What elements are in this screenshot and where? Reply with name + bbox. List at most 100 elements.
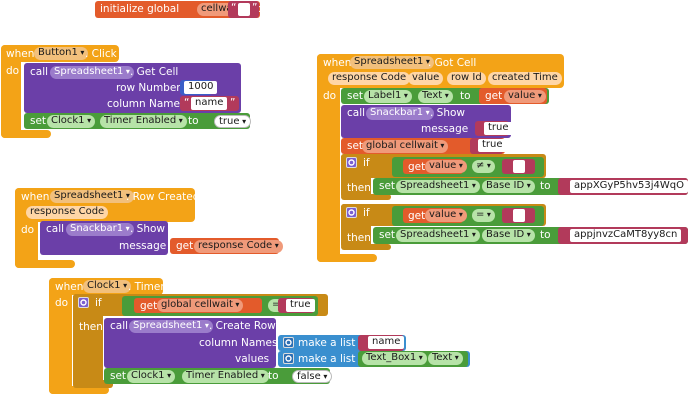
gc-param-2[interactable]: row Id [447,72,486,85]
b1-set-prop[interactable]: Timer Enabled [100,115,187,128]
tm-list2-gear-icon[interactable] [283,353,294,364]
init-value-string[interactable]: “ ” [228,1,259,18]
b1-row-number-label: row Number [116,82,181,94]
gc-event: . Got Cell [428,57,477,69]
gc-id1-comp[interactable]: Spreadsheet1 [396,180,480,193]
tm-then: then [79,321,103,333]
tm-col-names-label: column Names [199,337,278,349]
gc-if1-operator[interactable]: ≠ [472,160,495,173]
gc-param-1[interactable]: value [408,72,444,85]
b1-to: to [188,115,199,127]
gc-do: do [323,90,337,102]
tm-set-comp[interactable]: Clock1 [127,370,176,383]
init-label: initialize global [100,3,180,15]
tm-get: get [140,300,158,312]
gc-id2-to: to [540,229,551,241]
rc-get: get [176,240,194,252]
gc-call-method: . Show [430,107,466,119]
b1-event: . Click [85,48,117,60]
gc-if2-empty-string[interactable] [513,209,525,222]
tm-make-list-1-label: make a list [298,337,356,349]
tm-if-gear-icon[interactable] [78,297,89,308]
gc-set1-to: to [460,90,471,102]
rc-param[interactable]: response Code [26,206,109,219]
gc-param-0[interactable]: response Code [328,72,411,85]
gc-set2-var[interactable]: global cellwait [362,140,449,153]
gc-if1-empty-string[interactable] [513,160,525,173]
gc-id1-value[interactable]: appXGyP5hv53j4WqO [570,180,688,193]
b1-column-name-value[interactable]: name [191,97,228,110]
rc-event: . Row Created [126,191,200,203]
rc-message-label: message [119,240,167,252]
gc-id2-prop[interactable]: Base ID [482,229,535,242]
b1-row-number-value[interactable]: 1000 [184,81,218,94]
gc-set1-comp[interactable]: Label1 [364,90,412,103]
gc-if2-gear-icon[interactable] [346,207,357,218]
rc-do: do [21,224,35,236]
rc-call-method: . Show [130,223,166,235]
b1-set-component[interactable]: Clock1 [47,115,96,128]
gc-if2: if [363,207,370,219]
gc-set1: set [347,90,364,102]
b1-column-name-label: column Name [107,98,180,110]
b1-set: set [30,115,47,127]
gc-if1-gear-icon[interactable] [346,157,357,168]
rc-call: call [46,223,65,235]
rc-call-comp[interactable]: Snackbar1 [66,223,134,236]
b1-when: when [6,48,35,60]
gc-id2-comp[interactable]: Spreadsheet1 [396,229,480,242]
b1-call-target[interactable]: Spreadsheet1 [50,66,134,79]
gc-if2-get-value[interactable]: value [425,209,467,222]
tm-if: if [95,297,102,309]
tm-get-value[interactable]: global cellwait [157,299,244,312]
gc-component[interactable]: Spreadsheet1 [350,56,434,69]
init-value[interactable] [238,3,250,16]
b1-do: do [6,65,20,77]
gc-set1-prop[interactable]: Text [418,90,453,103]
tm-set-value[interactable]: false [292,370,333,383]
gc-get: get [485,90,503,102]
tm-event: . Timer [128,281,165,293]
tm-set: set [110,370,127,382]
b1-set-value[interactable]: true [214,115,252,128]
gc-if1-get: get [408,161,426,173]
gc-id2-value[interactable]: appjnvzCaMT8yy8cn [570,229,682,242]
tm-cmp-value[interactable]: true [286,299,315,312]
tm-values-label: values [235,353,270,365]
tm-when: when [55,281,84,293]
rc-component[interactable]: Spreadsheet1 [50,190,134,203]
gc-then1: then [347,182,371,194]
gc-param-3[interactable]: created Time [488,72,562,85]
b1-component[interactable]: Button1 [34,47,89,60]
b1-call: call [30,66,49,78]
gc-set2: set [347,140,364,152]
gc-if1-get-value[interactable]: value [425,160,467,173]
tm-set-prop[interactable]: Timer Enabled [182,370,269,383]
gc-if1: if [363,157,370,169]
tm-call-comp[interactable]: Spreadsheet1 [129,320,213,333]
tm-to: to [268,370,279,382]
tm-tb-comp[interactable]: Text_Box1 [362,352,427,365]
gc-if2-operator[interactable]: = [472,209,495,222]
gc-if2-get: get [408,210,426,222]
gc-message-label: message [421,123,469,135]
tm-list1-gear-icon[interactable] [283,337,294,348]
gc-then2: then [347,232,371,244]
rc-when: when [21,191,50,203]
tm-list1-value[interactable]: name [368,336,405,349]
gc-id1-to: to [540,180,551,192]
gc-set2-value[interactable]: true [478,139,507,152]
tm-tb-prop[interactable]: Text [428,352,463,365]
gc-call-comp[interactable]: Snackbar1 [366,107,434,120]
tm-call: call [110,320,129,332]
gc-id1-prop[interactable]: Base ID [482,180,535,193]
b1-call-method: . Get Cell [130,66,179,78]
tm-component[interactable]: Clock1 [83,280,132,293]
tm-do: do [55,297,69,309]
gc-get-value[interactable]: value [504,90,546,103]
gc-id1-set: set [379,180,396,192]
rc-get-value[interactable]: response Code [194,240,283,253]
tm-call-method: . Create Row [209,320,276,332]
gc-call: call [347,107,366,119]
gc-message-value[interactable]: true [484,122,513,135]
